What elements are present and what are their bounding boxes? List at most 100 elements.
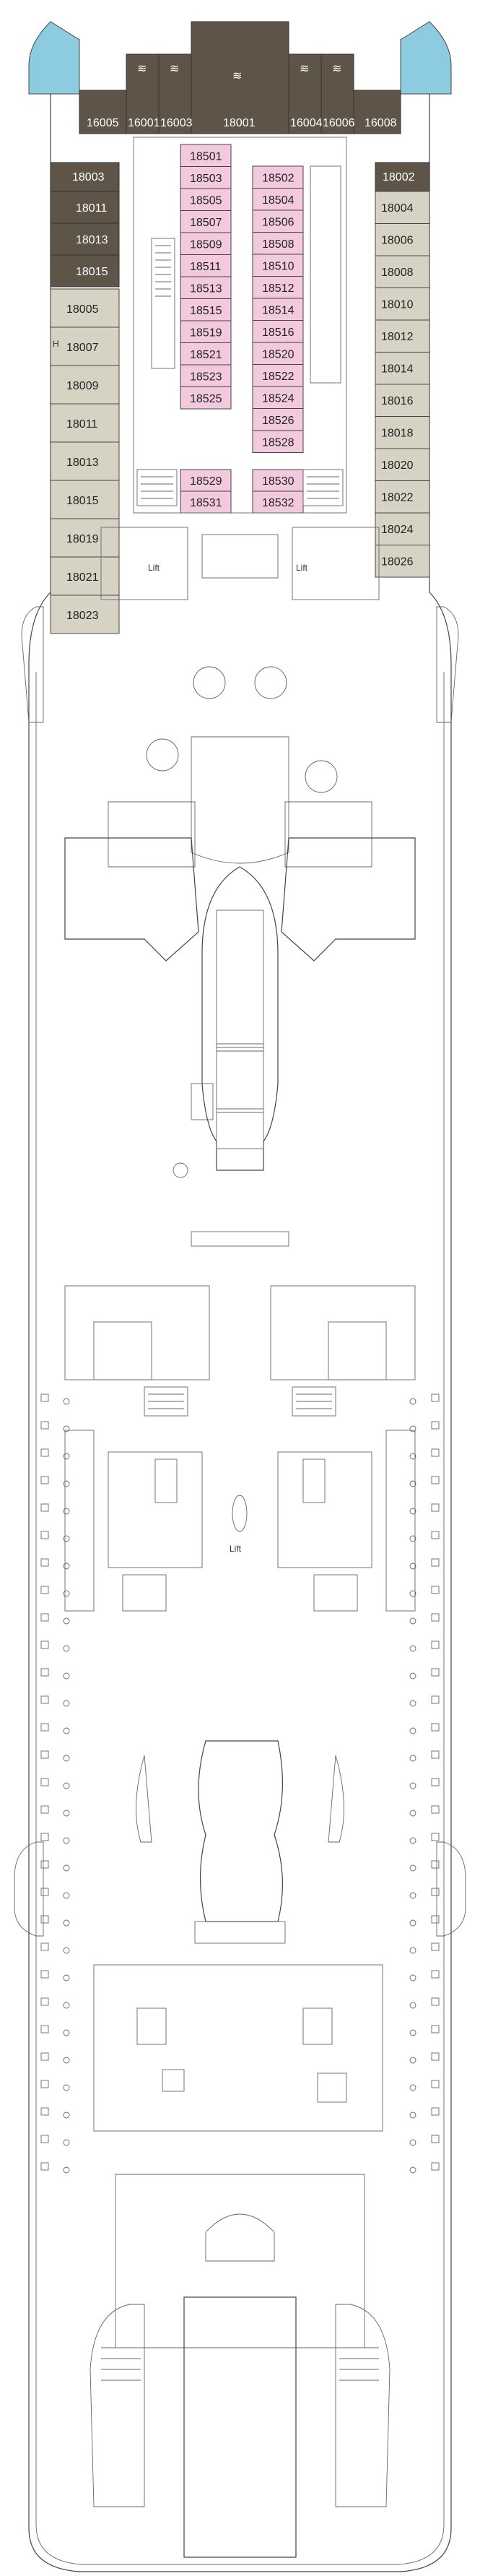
suite-16008[interactable] bbox=[353, 90, 401, 134]
cabin-18523[interactable] bbox=[180, 364, 232, 387]
cabin-18512[interactable] bbox=[252, 276, 304, 299]
cabin-18008[interactable] bbox=[375, 255, 430, 288]
deck-chair bbox=[409, 1782, 416, 1789]
cabin-18013-dark[interactable] bbox=[50, 222, 120, 256]
cabin-18007-label: 18007 bbox=[66, 342, 99, 354]
cabin-18510-label: 18510 bbox=[262, 260, 294, 272]
cabin-18515[interactable] bbox=[180, 298, 232, 321]
deck-table bbox=[431, 1641, 440, 1649]
cabin-18507[interactable] bbox=[180, 210, 232, 233]
cabin-18525[interactable] bbox=[180, 386, 232, 410]
cabin-18532-label: 18532 bbox=[262, 497, 294, 509]
suite-16006[interactable] bbox=[320, 53, 354, 134]
cabin-18529[interactable] bbox=[180, 469, 232, 492]
suite-16005-label: 16005 bbox=[87, 117, 119, 129]
deck-chair bbox=[63, 1947, 70, 1954]
suite-18003[interactable] bbox=[50, 162, 120, 192]
cabin-18019[interactable] bbox=[50, 518, 120, 558]
deck-chair bbox=[409, 1480, 416, 1487]
deck-chair bbox=[63, 1480, 70, 1487]
cabin-18532[interactable] bbox=[252, 490, 304, 514]
cabin-18520[interactable] bbox=[252, 342, 304, 365]
cabin-18528[interactable] bbox=[252, 430, 304, 453]
deck-chair bbox=[63, 1672, 70, 1680]
wave-icon: ≋ bbox=[332, 63, 341, 75]
deck-chair bbox=[409, 1700, 416, 1707]
suite-16008-label: 16008 bbox=[365, 117, 397, 129]
deck-chair bbox=[409, 2139, 416, 2146]
deck-table bbox=[40, 1476, 49, 1484]
cabin-18516-label: 18516 bbox=[262, 327, 294, 339]
cabin-18018[interactable] bbox=[375, 416, 430, 449]
deck-table bbox=[431, 1750, 440, 1759]
cabin-18514[interactable] bbox=[252, 298, 304, 321]
deck-chair bbox=[63, 1919, 70, 1927]
cabin-18506-label: 18506 bbox=[262, 216, 294, 228]
cabin-18516[interactable] bbox=[252, 320, 304, 343]
cabin-18014[interactable] bbox=[375, 352, 430, 385]
suite-16003[interactable] bbox=[158, 53, 192, 134]
cabin-18004[interactable] bbox=[375, 191, 430, 224]
cabin-18010[interactable] bbox=[375, 288, 430, 321]
deck-table bbox=[40, 1915, 49, 1924]
cabin-18026[interactable] bbox=[375, 545, 430, 578]
deck-table bbox=[40, 1888, 49, 1896]
cabin-18020[interactable] bbox=[375, 448, 430, 481]
cabin-18522[interactable] bbox=[252, 364, 304, 387]
deck-chair bbox=[63, 1453, 70, 1460]
wave-icon: ≋ bbox=[365, 72, 374, 84]
deck-chair bbox=[409, 1864, 416, 1872]
deck-chair bbox=[409, 1590, 416, 1597]
cabin-18012[interactable] bbox=[375, 319, 430, 353]
deck-chair bbox=[63, 1974, 70, 1981]
wave-icon: ≋ bbox=[170, 63, 179, 75]
cabin-18506[interactable] bbox=[252, 209, 304, 233]
deck-chair bbox=[63, 2084, 70, 2091]
cabin-18511[interactable] bbox=[180, 254, 232, 277]
deck-chair bbox=[409, 2029, 416, 2036]
cabin-18509-label: 18509 bbox=[190, 238, 222, 251]
cabin-18005-label: 18005 bbox=[66, 303, 99, 316]
cabin-18519[interactable] bbox=[180, 320, 232, 343]
cabin-18005[interactable] bbox=[50, 288, 120, 328]
cabin-18007[interactable] bbox=[50, 327, 120, 366]
cabin-18024[interactable] bbox=[375, 512, 430, 545]
deck-chair bbox=[409, 1892, 416, 1899]
cabin-18013-label: 18013 bbox=[66, 457, 99, 469]
deck-table bbox=[431, 1421, 440, 1430]
h-marker: H bbox=[53, 339, 59, 349]
cabin-18023[interactable] bbox=[50, 595, 120, 634]
deck-table bbox=[40, 1586, 49, 1594]
cabin-18512-label: 18512 bbox=[262, 282, 294, 295]
cabin-18521[interactable] bbox=[180, 342, 232, 366]
deck-chair bbox=[63, 1864, 70, 1872]
cabin-18022[interactable] bbox=[375, 480, 430, 514]
deck-table bbox=[431, 1558, 440, 1567]
cabin-18011-dark[interactable] bbox=[50, 191, 120, 224]
cabin-18015[interactable] bbox=[50, 480, 120, 519]
cabin-18015-dark[interactable] bbox=[50, 254, 120, 288]
cabin-18510[interactable] bbox=[252, 254, 304, 277]
cabin-18509[interactable] bbox=[180, 232, 232, 255]
deck-table bbox=[431, 1888, 440, 1896]
deck-chair bbox=[409, 1563, 416, 1570]
deck-table bbox=[431, 2080, 440, 2088]
cabin-18524[interactable] bbox=[252, 386, 304, 409]
cabin-18525-label: 18525 bbox=[190, 393, 222, 405]
cabin-18501[interactable] bbox=[180, 144, 232, 167]
deck-table bbox=[40, 1393, 49, 1402]
deck-table bbox=[40, 1805, 49, 1814]
deck-chair bbox=[409, 1810, 416, 1817]
suite-18002[interactable] bbox=[375, 162, 430, 192]
cabin-18523-label: 18523 bbox=[190, 371, 222, 383]
cabin-18502[interactable] bbox=[252, 165, 304, 189]
cabin-18009[interactable] bbox=[50, 365, 120, 405]
deck-chair bbox=[63, 1508, 70, 1515]
cabin-18505[interactable] bbox=[180, 188, 232, 211]
suite-16001[interactable] bbox=[126, 53, 160, 134]
deck-chair bbox=[63, 2166, 70, 2174]
cabin-18531-label: 18531 bbox=[190, 497, 222, 509]
deck-table bbox=[40, 1695, 49, 1704]
suite-18003-label: 18003 bbox=[72, 171, 105, 183]
cabin-18016[interactable] bbox=[375, 384, 430, 417]
